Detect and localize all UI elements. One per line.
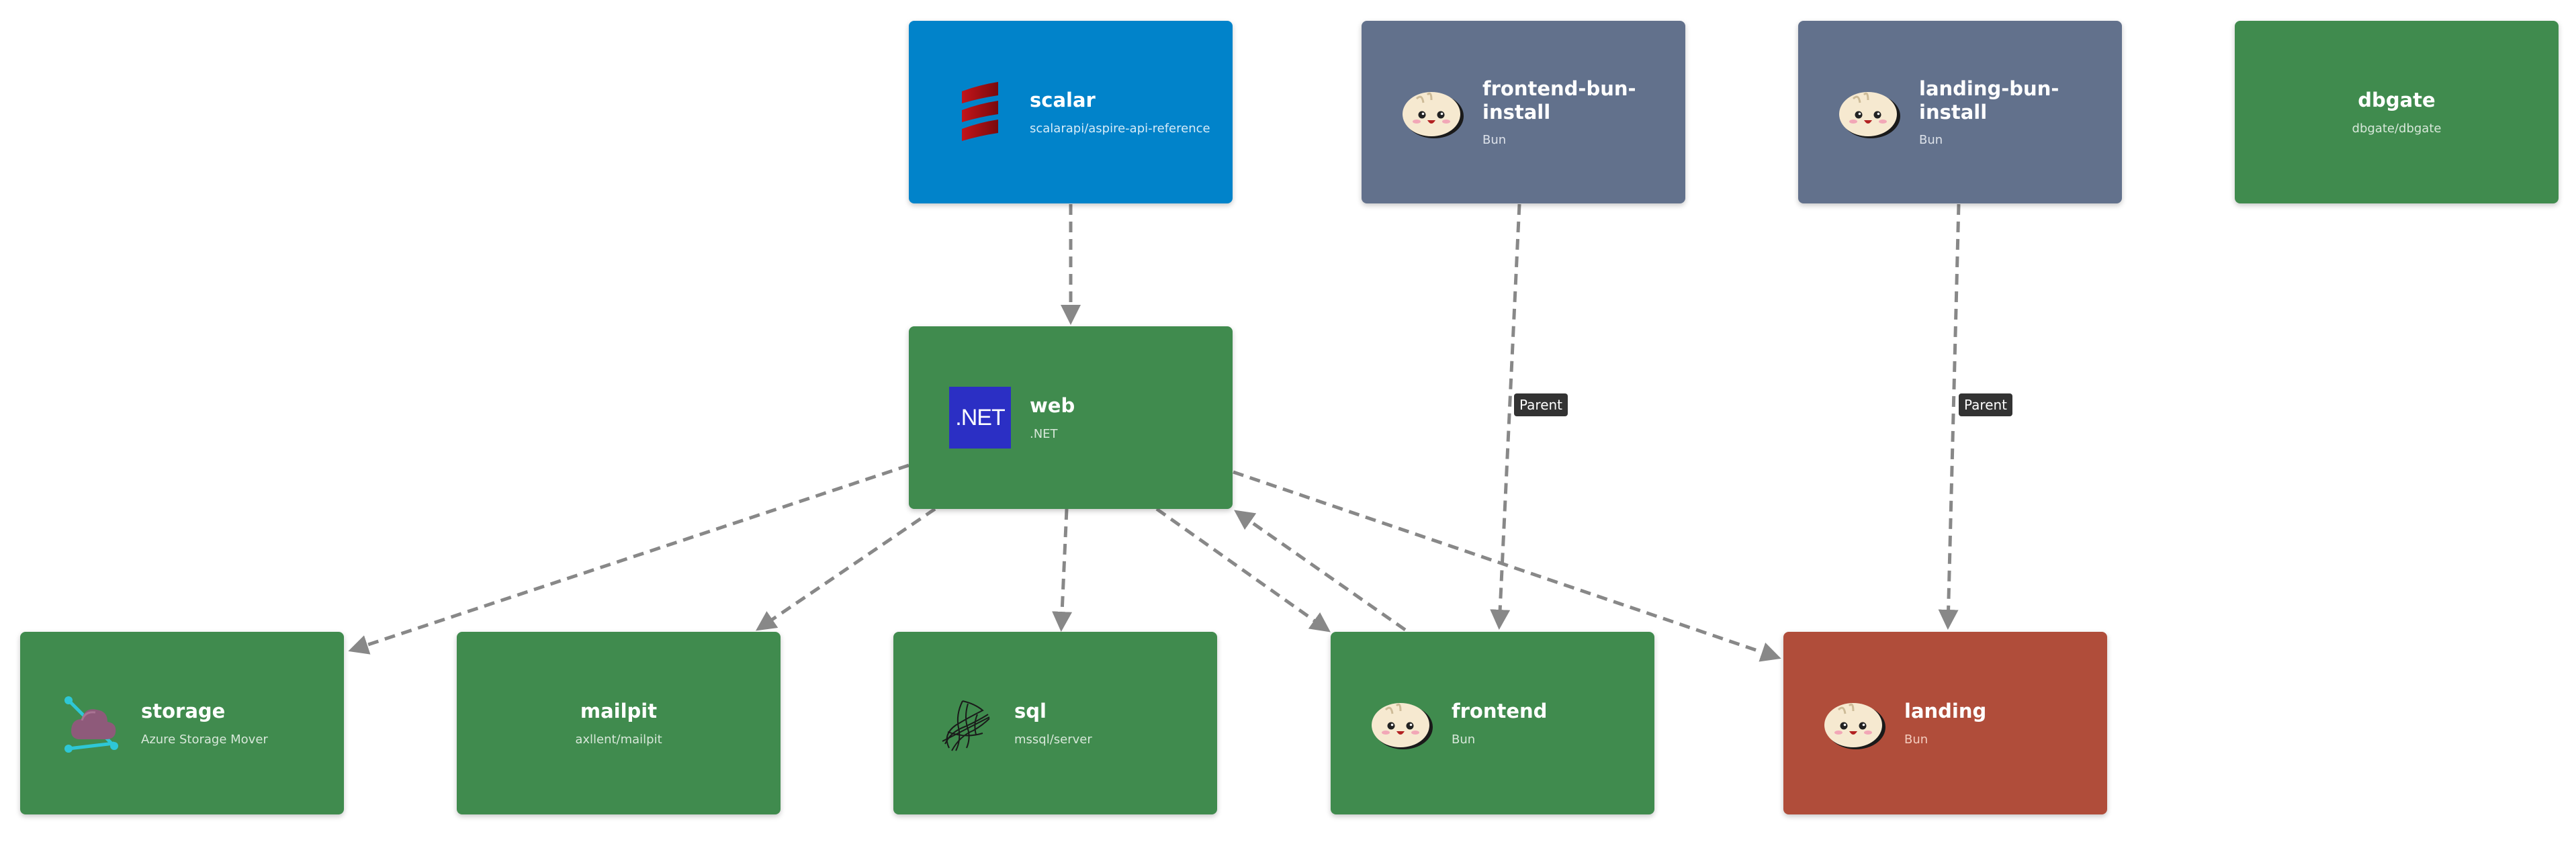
node-subtitle: Bun (1919, 133, 1943, 148)
node-sql[interactable]: sql mssql/server (893, 632, 1217, 814)
bun-logo-icon (1836, 79, 1903, 146)
azure-storage-mover-icon (58, 690, 125, 757)
edge-web-to-storage (348, 463, 909, 655)
edge-label-frontend-parent: Parent (1514, 393, 1568, 416)
node-subtitle: Bun (1452, 732, 1476, 747)
edge-web-to-mailpit (756, 507, 936, 631)
sql-server-icon (931, 690, 998, 757)
bun-logo-icon (1821, 690, 1888, 757)
node-subtitle: axllent/mailpit (575, 732, 662, 747)
node-landing-bun-install[interactable]: landing-bun-install Bun (1798, 21, 2122, 203)
node-landing[interactable]: landing Bun (1783, 632, 2107, 814)
node-web[interactable]: .NET web .NET (909, 326, 1233, 509)
node-title: dbgate (2358, 89, 2436, 112)
node-title: scalar (1030, 89, 1096, 112)
edge-label-landing-parent: Parent (1959, 393, 2013, 416)
node-storage[interactable]: storage Azure Storage Mover (20, 632, 344, 814)
node-subtitle: dbgate/dbgate (2352, 121, 2442, 136)
node-frontend-bun-install[interactable]: frontend-bun-install Bun (1362, 21, 1685, 203)
dotnet-logo-text: .NET (955, 404, 1005, 430)
edge-web-to-frontend (1155, 507, 1331, 632)
dotnet-logo-icon: .NET (946, 384, 1014, 451)
node-title: landing (1904, 700, 1987, 723)
node-title: frontend-bun-install (1482, 77, 1636, 124)
node-subtitle: scalarapi/aspire-api-reference (1030, 121, 1210, 136)
node-title: landing-bun-install (1919, 77, 2059, 124)
node-subtitle: Bun (1904, 732, 1928, 747)
bun-logo-icon (1368, 690, 1435, 757)
edge-landing-bun-install-to-landing (1938, 203, 1961, 630)
node-dbgate[interactable]: dbgate dbgate/dbgate (2235, 21, 2559, 203)
node-frontend[interactable]: frontend Bun (1331, 632, 1654, 814)
bun-logo-icon (1399, 79, 1466, 146)
scalar-logo-icon (946, 79, 1014, 146)
node-subtitle: mssql/server (1014, 732, 1092, 747)
node-subtitle: .NET (1030, 426, 1058, 441)
node-title: frontend (1452, 700, 1548, 723)
node-scalar[interactable]: scalar scalarapi/aspire-api-reference (909, 21, 1233, 203)
node-title: sql (1014, 700, 1047, 723)
node-subtitle: Bun (1482, 133, 1507, 148)
node-title: mailpit (580, 700, 658, 723)
node-subtitle: Azure Storage Mover (141, 732, 268, 747)
node-mailpit[interactable]: mailpit axllent/mailpit (457, 632, 781, 814)
edge-web-to-landing (1233, 470, 1781, 662)
node-title: storage (141, 700, 226, 723)
node-title: web (1030, 394, 1075, 418)
edge-frontend-to-web (1234, 510, 1407, 632)
edge-web-to-sql (1052, 508, 1073, 632)
